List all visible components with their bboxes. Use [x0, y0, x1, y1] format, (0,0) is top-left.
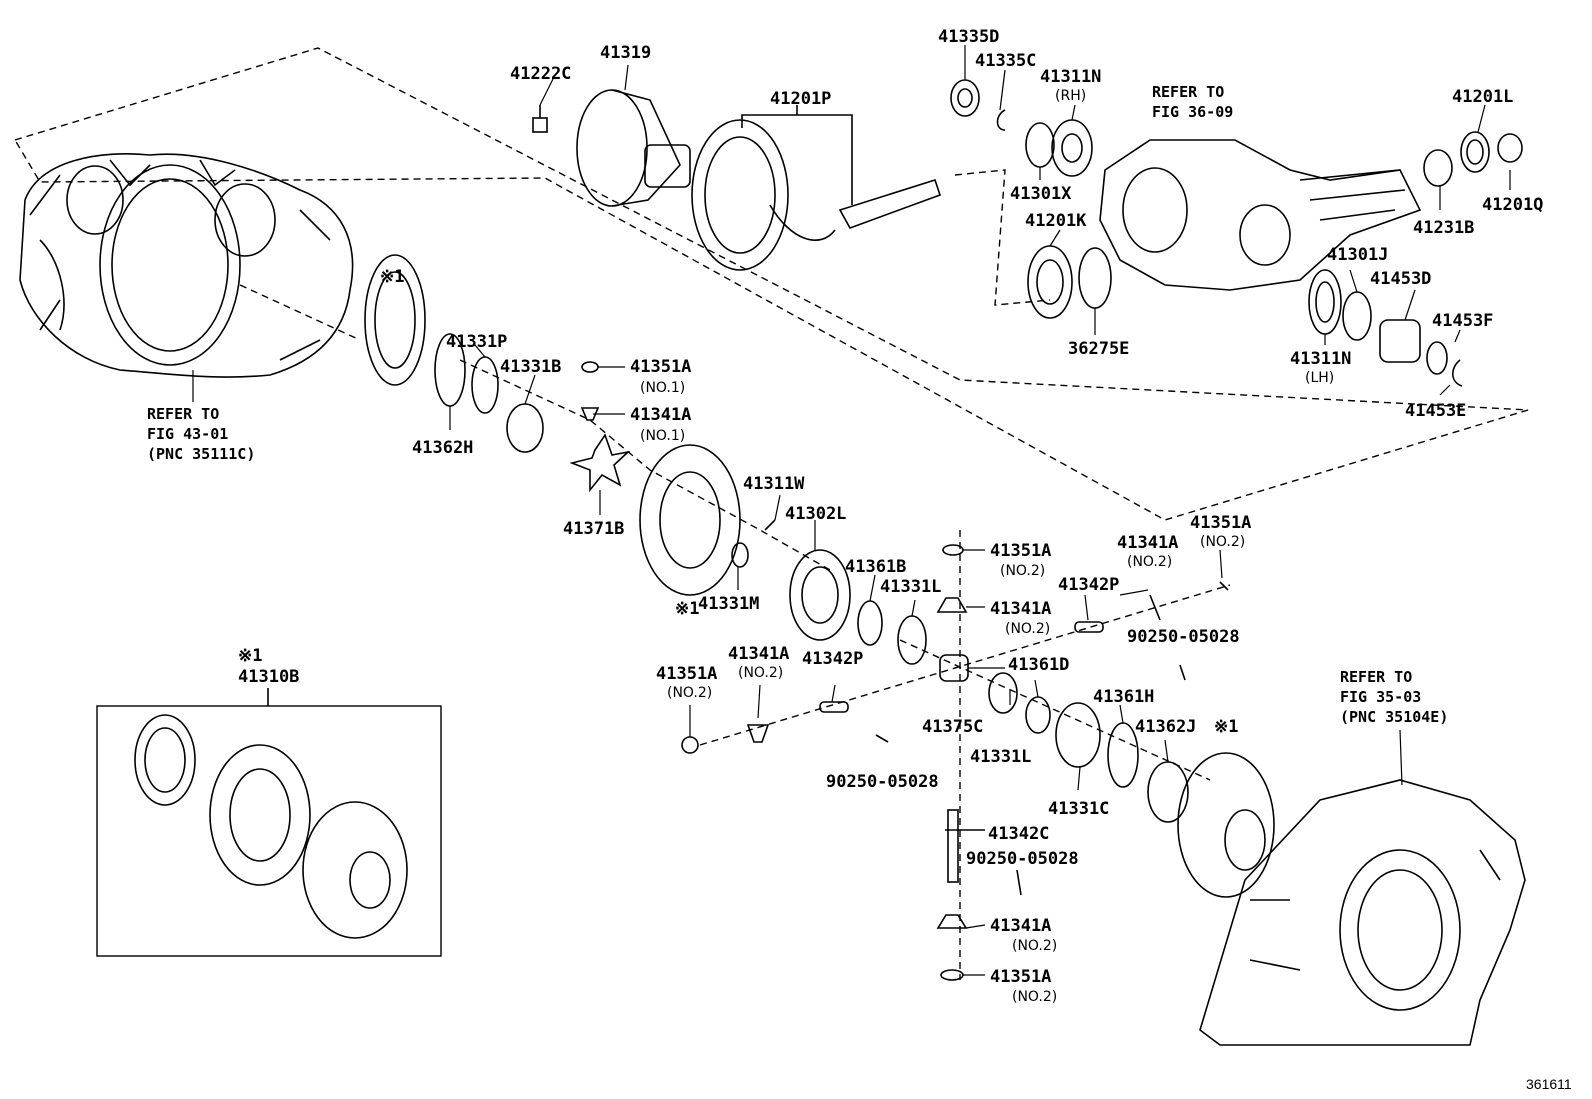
label-lh: (LH) — [1305, 370, 1335, 386]
label-41331P: 41331P — [446, 332, 508, 352]
label-41222C: 41222C — [510, 64, 572, 84]
label-90250-05028-c: 90250-05028 — [966, 849, 1079, 869]
label-41311W: 41311W — [743, 474, 805, 494]
label-41331B: 41331B — [500, 357, 562, 377]
label-41201Q: 41201Q — [1482, 195, 1544, 215]
label-41301X: 41301X — [1010, 184, 1072, 204]
label-41201L: 41201L — [1452, 87, 1514, 107]
marker-rh-case: ※1 — [1214, 717, 1239, 737]
label-41375C: 41375C — [922, 717, 984, 737]
label-41341A-no2-b: 41341A — [1117, 533, 1179, 553]
label-41342C: 41342C — [988, 824, 1050, 844]
label-41453D: 41453D — [1370, 269, 1432, 289]
drive-pinion-group — [532, 89, 942, 271]
label-41310B: 41310B — [238, 667, 300, 687]
label-41341A-no2-a: 41341A — [990, 599, 1052, 619]
label-41302L: 41302L — [785, 504, 847, 524]
refer-fig-43-01[interactable]: REFER TO FIG 43-01 (PNC 35111C) — [147, 405, 256, 463]
label-41361H: 41361H — [1093, 687, 1155, 707]
label-41453E: 41453E — [1405, 401, 1467, 421]
label-41311N-rh: 41311N — [1040, 67, 1102, 87]
refer-fig-35-03[interactable]: REFER TO FIG 35-03 (PNC 35104E) — [1340, 668, 1449, 726]
label-41331M: 41331M — [698, 594, 760, 614]
label-41351A-no1: 41351A — [630, 357, 692, 377]
marker-ring-gear: ※1 — [380, 267, 405, 287]
label-41362H: 41362H — [412, 438, 474, 458]
label-no2-d: (NO.2) — [1200, 534, 1246, 550]
figure-number: 361611 — [1526, 1076, 1572, 1092]
dashed-assembly-outline — [13, 47, 1529, 980]
label-rh: (RH) — [1055, 88, 1087, 104]
label-41341A-no2-c: 41341A — [728, 644, 790, 664]
transaxle-housing-lower — [1199, 779, 1526, 1046]
label-41342P-b: 41342P — [802, 649, 864, 669]
label-41311N-lh: 41311N — [1290, 349, 1352, 369]
label-41341A-no2-d: 41341A — [990, 916, 1052, 936]
label-41331L-a: 41331L — [880, 577, 942, 597]
label-36275E: 36275E — [1068, 339, 1130, 359]
label-41361B: 41361B — [845, 557, 907, 577]
label-no2-e: (NO.2) — [667, 685, 713, 701]
label-41335D: 41335D — [938, 27, 1000, 47]
label-41201K: 41201K — [1025, 211, 1087, 231]
label-41453F: 41453F — [1432, 311, 1494, 331]
refer-fig-36-09[interactable]: REFER TO FIG 36-09 — [1152, 83, 1234, 121]
label-90250-05028-a: 90250-05028 — [1127, 627, 1240, 647]
leader-lines — [192, 45, 1511, 976]
marker-case: ※1 — [675, 599, 700, 619]
label-41361D: 41361D — [1008, 655, 1070, 675]
left-transaxle-housing — [19, 153, 354, 378]
label-41231B: 41231B — [1413, 218, 1475, 238]
label-41341A-no1: 41341A — [630, 405, 692, 425]
label-41301J: 41301J — [1327, 245, 1389, 265]
label-41362J: 41362J — [1135, 717, 1197, 737]
label-41331L-b: 41331L — [970, 747, 1032, 767]
label-no1-b: (NO.1) — [640, 428, 686, 444]
marker-kit: ※1 — [238, 646, 263, 666]
transfer-housing — [1099, 131, 1523, 291]
label-41335C: 41335C — [975, 51, 1037, 71]
label-41351A-no2-d: 41351A — [990, 967, 1052, 987]
label-41319: 41319 — [600, 43, 652, 63]
label-41201P: 41201P — [770, 89, 832, 109]
label-no2-f: (NO.2) — [738, 665, 784, 681]
label-41342P-a: 41342P — [1058, 575, 1120, 595]
label-41371B: 41371B — [563, 519, 625, 539]
label-no2-b: (NO.2) — [1005, 621, 1051, 637]
label-41351A-no2-b: 41351A — [1190, 513, 1252, 533]
label-no2-a: (NO.2) — [1000, 563, 1046, 579]
label-no1-a: (NO.1) — [640, 380, 686, 396]
label-41351A-no2-c: 41351A — [656, 664, 718, 684]
label-no2-h: (NO.2) — [1012, 989, 1058, 1005]
rh-case-half — [1177, 752, 1275, 898]
label-41351A-no2-a: 41351A — [990, 541, 1052, 561]
label-41331C: 41331C — [1048, 799, 1110, 819]
label-no2-c: (NO.2) — [1127, 554, 1173, 570]
pinion-gears — [681, 544, 1229, 981]
label-90250-05028-b: 90250-05028 — [826, 772, 939, 792]
case-kit-box — [96, 688, 442, 957]
differential-parts — [364, 254, 927, 665]
label-no2-g: (NO.2) — [1012, 938, 1058, 954]
